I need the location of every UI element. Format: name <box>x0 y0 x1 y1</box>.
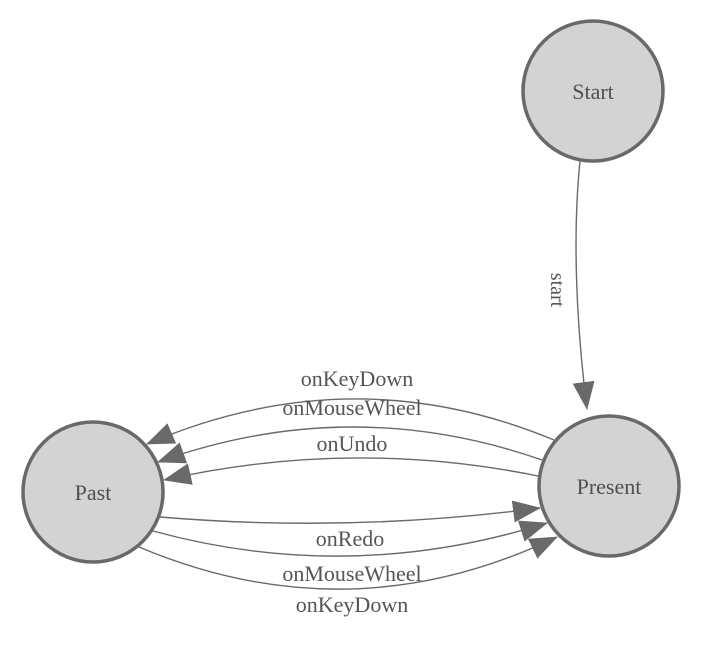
edge-label-onmousewheel-bottom: onMouseWheel <box>282 561 421 586</box>
edge-past-to-present-onkeydown <box>138 536 558 590</box>
edge-label-start: start <box>546 273 568 308</box>
edge-start-to-present <box>572 160 595 410</box>
edge-label-onundo: onUndo <box>317 431 388 456</box>
edge-label-onmousewheel-top: onMouseWheel <box>282 395 421 420</box>
node-past: Past <box>21 420 165 564</box>
node-start-circle <box>521 19 665 163</box>
edge-present-to-past-onkeydown <box>146 398 555 445</box>
edge-label-onkeydown-top: onKeyDown <box>301 366 413 391</box>
edge-present-to-past-onundo <box>163 457 539 485</box>
edge-label-onkeydown-bottom: onKeyDown <box>296 592 408 617</box>
node-present-label: Present <box>577 474 642 499</box>
node-past-circle <box>21 420 165 564</box>
edge-past-to-present-onmousewheel <box>152 520 548 557</box>
node-past-label: Past <box>75 480 112 505</box>
node-present: Present <box>537 414 681 558</box>
edge-past-to-present-onredo <box>159 500 541 524</box>
node-start: Start <box>521 19 665 163</box>
node-present-circle <box>537 414 681 558</box>
edge-label-onredo: onRedo <box>316 526 384 551</box>
node-start-label: Start <box>572 79 614 104</box>
edge-present-to-past-onmousewheel <box>157 426 543 464</box>
